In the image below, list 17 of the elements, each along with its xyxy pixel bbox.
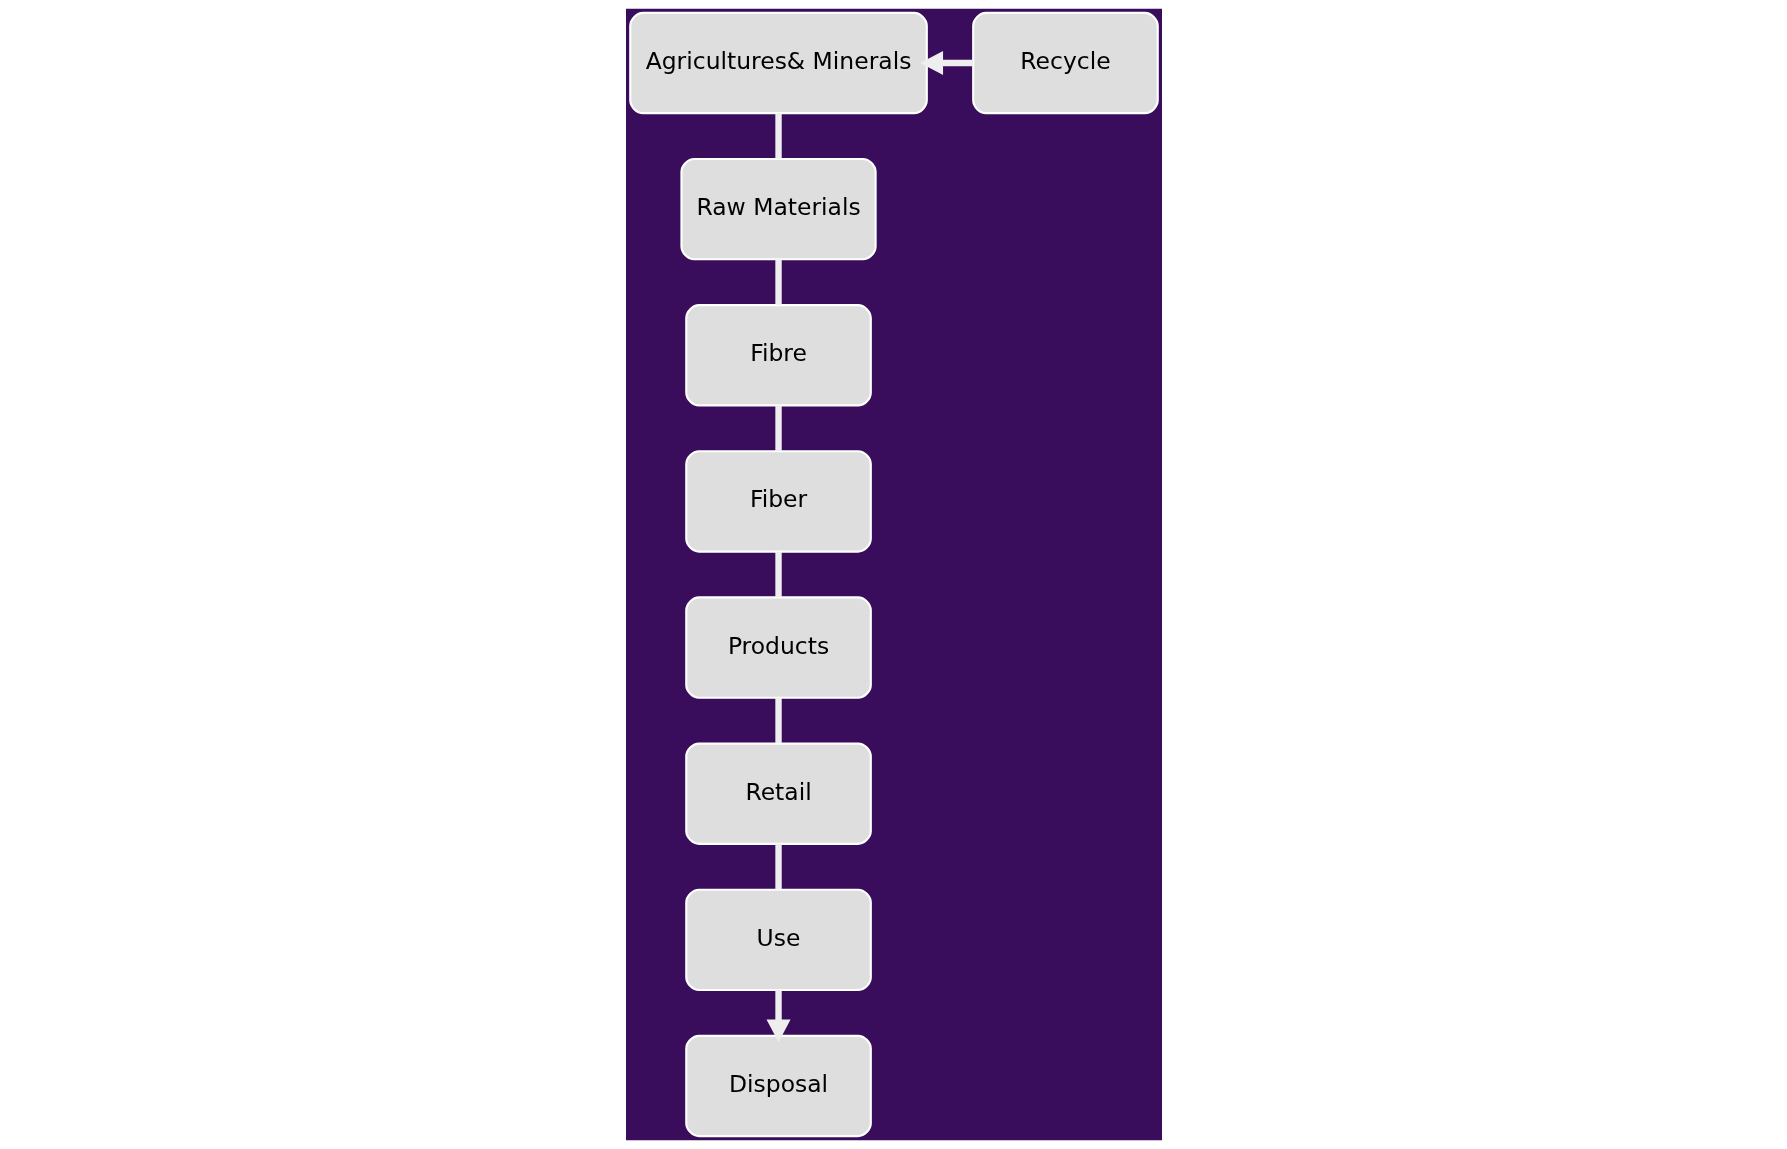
node-box: Agricultures& Minerals (628, 11, 928, 115)
connector (774, 697, 782, 744)
node-box: Retail (684, 742, 872, 845)
node-box: Fiber (684, 450, 872, 553)
node-box: Disposal (684, 1034, 872, 1138)
arrow (766, 990, 791, 1043)
connector (774, 259, 782, 305)
connector (774, 405, 782, 451)
connector (774, 113, 782, 159)
connector (774, 551, 782, 598)
connector (774, 843, 782, 890)
node-box: Fibre (684, 304, 872, 407)
node-box: Raw Materials (679, 157, 877, 261)
node-box: Recycle (971, 11, 1159, 115)
node-box: Use (684, 888, 872, 992)
node-box: Products (684, 596, 872, 699)
arrow (919, 51, 973, 76)
